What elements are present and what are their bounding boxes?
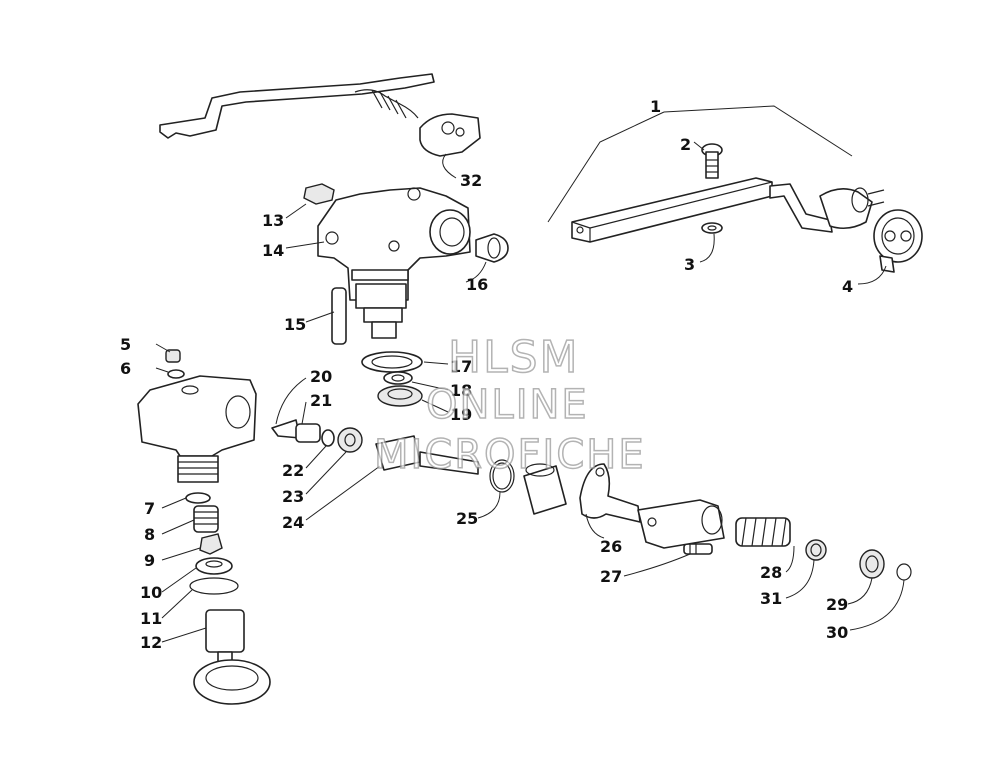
callout-32: 32: [460, 171, 482, 190]
part-1-fuel-rail: [571, 177, 885, 243]
callout-31: 31: [760, 589, 782, 608]
part-16-plug: [475, 233, 509, 263]
callout-17: 17: [450, 357, 472, 376]
part-4-cap: [873, 209, 923, 273]
part-24-plunger: [375, 435, 479, 475]
part-17-gasket: [361, 351, 423, 373]
part-27-screw: [683, 543, 713, 555]
part-28-spring: [735, 517, 791, 547]
part-18-washer: [383, 371, 413, 385]
callout-19: 19: [450, 405, 472, 424]
part-23-bushing: [337, 427, 363, 453]
callout-26: 26: [600, 537, 622, 556]
callout-labels: 1 2 3 4 5 6 7 8 9 10 11 12 13 14 15 16 1…: [120, 97, 853, 652]
part-22-ring: [321, 429, 335, 447]
part-26-flange: [579, 463, 641, 523]
delivery-valve-body: [137, 375, 257, 483]
part-2-bolt: [701, 143, 723, 179]
part-25-oring: [489, 459, 515, 493]
callout-11: 11: [140, 609, 162, 628]
callout-3: 3: [684, 255, 695, 274]
callout-13: 13: [262, 211, 284, 230]
callout-20: 20: [310, 367, 332, 386]
callout-29: 29: [826, 595, 848, 614]
callout-21: 21: [310, 391, 332, 410]
part-31-cup: [805, 539, 827, 561]
part-3-washer: [701, 222, 723, 234]
part-6-ring: [167, 369, 185, 379]
callout-7: 7: [144, 499, 155, 518]
watermark-line-2: ONLINE: [426, 382, 589, 428]
part-21-sleeve: [295, 423, 321, 443]
tappet-housing: [637, 499, 725, 549]
callout-8: 8: [144, 525, 155, 544]
callout-4: 4: [842, 277, 853, 296]
callout-22: 22: [282, 461, 304, 480]
callout-24: 24: [282, 513, 304, 532]
part-15-pin: [331, 287, 347, 345]
callout-10: 10: [140, 583, 162, 602]
callout-12: 12: [140, 633, 162, 652]
callout-30: 30: [826, 623, 848, 642]
part-5-plug: [165, 349, 181, 363]
part-10-seat: [195, 557, 233, 575]
callout-9: 9: [144, 551, 155, 570]
part-9-valve: [199, 533, 223, 555]
part-30-clip: [896, 563, 912, 581]
callout-6: 6: [120, 359, 131, 378]
part-13-nut: [303, 183, 335, 205]
part-8-spring: [193, 505, 219, 533]
callout-5: 5: [120, 335, 131, 354]
callout-2: 2: [680, 135, 691, 154]
callout-18: 18: [450, 381, 472, 400]
callout-23: 23: [282, 487, 304, 506]
throttle-lever: [159, 73, 435, 139]
callout-14: 14: [262, 241, 284, 260]
part-11-ring: [189, 577, 239, 595]
callout-16: 16: [466, 275, 488, 294]
part-29-bush: [859, 549, 885, 579]
part-12-barrel: [193, 609, 271, 705]
part-7-washer: [185, 492, 211, 504]
part-32-cam: [419, 113, 481, 157]
callout-25: 25: [456, 509, 478, 528]
watermark-line-3: MICROFICHE: [374, 432, 646, 478]
callout-1: 1: [650, 97, 661, 116]
leader-lines: [155, 105, 905, 643]
cylinder-sleeve: [523, 463, 567, 515]
callout-28: 28: [760, 563, 782, 582]
callout-27: 27: [600, 567, 622, 586]
callout-15: 15: [284, 315, 306, 334]
part-19-seal: [377, 385, 423, 407]
part-14-pump-housing: [317, 187, 471, 339]
watermark: HLSM ONLINE MICROFICHE: [373, 331, 646, 479]
watermark-line-1: HLSM: [448, 332, 580, 383]
